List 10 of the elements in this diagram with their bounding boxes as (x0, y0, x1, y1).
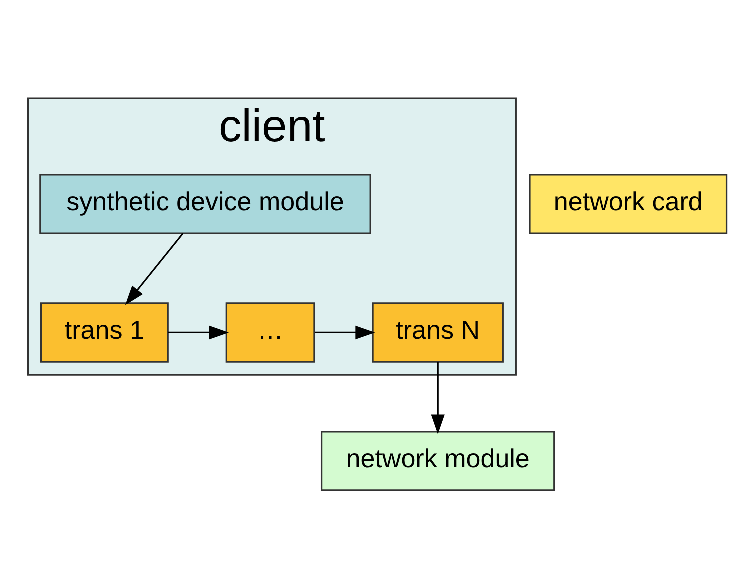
node-box: network module (320, 430, 556, 491)
arrow (315, 325, 376, 340)
node-box: … (226, 302, 316, 362)
node-box: network card (529, 174, 728, 234)
node-box: trans 1 (40, 302, 169, 362)
node-box: synthetic device module (40, 174, 372, 234)
node-box: trans N (372, 302, 504, 362)
arrow (168, 325, 230, 340)
arrow (431, 362, 445, 434)
arrow (125, 232, 184, 305)
